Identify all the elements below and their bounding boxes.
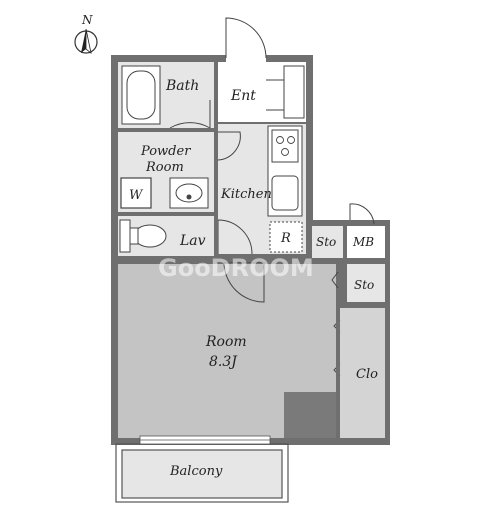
bath-door-icon [169,100,211,129]
watermark-text: GooDROOM [158,254,314,282]
fridge-box [269,221,303,253]
storage-2-floor [347,264,385,302]
label-storage-1: Sto [316,235,336,249]
powder-room-door-icon [217,131,241,161]
label-powder-room-2: Room [145,160,184,175]
partitions [116,60,388,440]
stove-icon [276,136,295,156]
label-balcony: Balcony [169,464,223,479]
balcony-floor [122,450,282,498]
label-washer: W [129,188,144,203]
label-entrance: Ent [230,88,256,104]
room-door-icon [223,261,265,303]
washbasin-icon [169,177,209,209]
label-meter-box: MB [352,235,374,249]
storage-1-floor [312,226,344,258]
label-powder-room-1: Powder [140,144,191,159]
washer-box [120,177,152,209]
north-label: N [81,13,93,27]
label-main-room: Room [205,334,247,350]
label-fridge: R [280,231,291,246]
label-bath: Bath [165,78,199,94]
meter-box-door-icon [349,203,375,225]
kitchen-counter [267,125,303,217]
label-main-room-size: 8.3J [209,354,238,370]
meter-box-floor [347,226,385,258]
label-closet: Clo [356,367,378,382]
label-storage-2: Sto [354,278,374,292]
window-south [139,435,271,445]
label-lavatory: Lav [179,233,206,249]
entrance-door-icon [225,17,267,62]
north-compass-icon [74,28,98,55]
closet-floor [340,308,385,438]
label-kitchen: Kitchen [220,187,272,202]
bathtub-icon [121,65,161,125]
column-block [284,392,336,438]
shoe-cabinet-icon [266,65,305,119]
toilet-icon [119,219,167,253]
